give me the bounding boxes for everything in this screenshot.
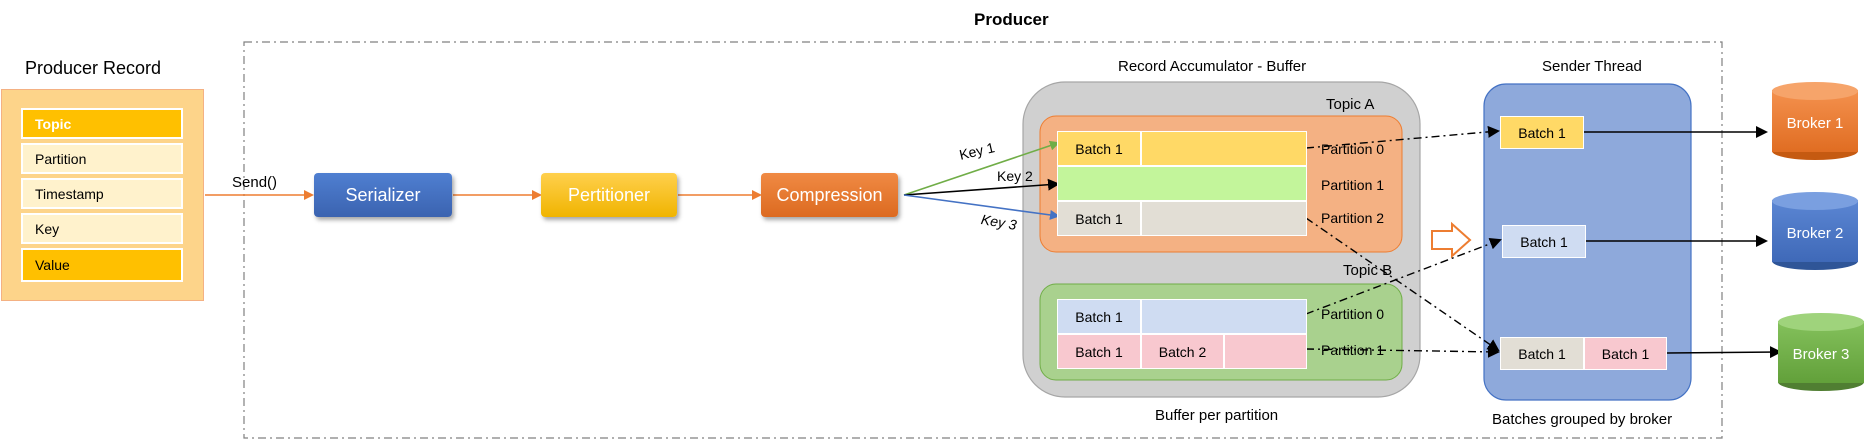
broker-1-label: Broker 1 xyxy=(1786,114,1844,132)
topic-b-p1-free xyxy=(1224,334,1307,369)
sender-to-broker3 xyxy=(1666,346,1782,359)
topic-a-p2-batch: Batch 1 xyxy=(1057,201,1141,236)
record-field-timestamp: Timestamp xyxy=(21,178,183,209)
sender-broker3-batch-a: Batch 1 xyxy=(1500,337,1584,370)
producer-record-title: Producer Record xyxy=(25,58,162,78)
a-p2-to-sender xyxy=(1305,217,1500,352)
topic-a-partition-0: Partition 0 xyxy=(1321,141,1385,157)
compression-stage: Compression xyxy=(761,173,898,217)
topic-b-p0-free xyxy=(1141,299,1307,334)
producer-frame xyxy=(243,41,1723,439)
diagram-title: Producer xyxy=(974,10,1049,29)
send-label: Send() xyxy=(232,174,278,191)
broker-2: Broker 2 xyxy=(1772,192,1858,270)
topic-b-partition-0: Partition 0 xyxy=(1321,306,1385,322)
sender-thread-title: Sender Thread xyxy=(1542,58,1642,75)
sender-broker3-batch-b: Batch 1 xyxy=(1584,337,1667,370)
key1-arrow xyxy=(903,140,1060,196)
topic-a-p1-free xyxy=(1057,166,1307,201)
sender-broker2-batch: Batch 1 xyxy=(1502,225,1586,258)
key2-label: Key 2 xyxy=(997,168,1033,184)
record-field-partition: Partition xyxy=(21,143,183,174)
record-field-key: Key xyxy=(21,213,183,244)
broker-3: Broker 3 xyxy=(1778,313,1864,391)
broker-2-label: Broker 2 xyxy=(1786,224,1844,242)
key3-arrow xyxy=(903,194,1060,220)
accumulator-footer: Buffer per partition xyxy=(1155,407,1279,424)
topic-a-p0-batch: Batch 1 xyxy=(1057,131,1141,166)
a-p0-to-sender xyxy=(1305,125,1500,149)
topic-a-partition-1: Partition 1 xyxy=(1321,177,1385,193)
topic-b-partition-1: Partition 1 xyxy=(1321,342,1385,358)
accumulator-title: Record Accumulator - Buffer xyxy=(1118,58,1307,75)
topic-b-p1-batch1: Batch 1 xyxy=(1057,334,1141,369)
b-p0-to-sender xyxy=(1305,237,1502,315)
topic-b-p0-batch: Batch 1 xyxy=(1057,299,1141,334)
record-field-value: Value xyxy=(21,248,183,282)
key2-arrow xyxy=(903,178,1060,196)
topic-a-label: Topic A xyxy=(1326,96,1375,113)
topic-b-label: Topic B xyxy=(1343,262,1393,279)
sender-thread-box xyxy=(1483,83,1692,401)
sender-broker1-batch: Batch 1 xyxy=(1500,116,1584,149)
topic-a-partition-2: Partition 2 xyxy=(1321,210,1385,226)
topic-a-p2-free xyxy=(1141,201,1307,236)
topic-b-p1-batch2: Batch 2 xyxy=(1141,334,1224,369)
broker-1: Broker 1 xyxy=(1772,82,1858,160)
topic-a-p0-free xyxy=(1141,131,1307,166)
flow-block-arrow xyxy=(1431,221,1472,259)
broker-3-label: Broker 3 xyxy=(1792,345,1850,363)
b-p1-to-sender xyxy=(1305,345,1500,358)
partitioner-stage: Pertitioner xyxy=(541,173,677,217)
sender-thread-footer: Batches grouped by broker xyxy=(1492,411,1673,428)
serializer-stage: Serializer xyxy=(314,173,452,217)
record-field-topic: Topic xyxy=(21,108,183,139)
